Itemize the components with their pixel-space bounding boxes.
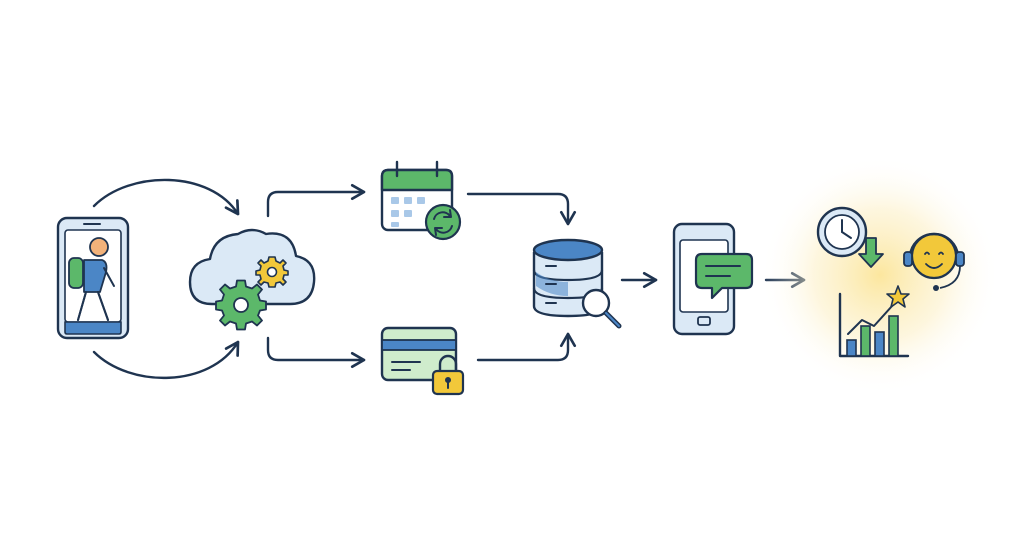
magnifier-icon <box>581 288 622 329</box>
traveler-phone-node <box>56 216 130 340</box>
support-agent-icon <box>903 232 965 291</box>
credit-card-lock-icon <box>380 326 465 396</box>
decrease-arrow-icon <box>858 237 884 268</box>
padlock-icon <box>431 354 465 396</box>
large-gear-icon <box>215 279 267 331</box>
edge-phone-to-cloud-top <box>92 178 240 216</box>
sync-icon <box>424 203 462 241</box>
phone-message-icon <box>672 222 754 336</box>
chat-bubble-icon <box>694 252 754 300</box>
connectors <box>92 178 806 379</box>
edge-calendar-to-database <box>466 192 577 226</box>
edge-payment-to-database <box>476 332 577 362</box>
cloud-processing-node <box>188 228 316 331</box>
cloud-gears-icon <box>188 228 316 331</box>
secure-payment-node <box>380 326 465 396</box>
calendar-sync-icon <box>380 160 462 241</box>
clock-icon <box>816 206 868 258</box>
small-gear-icon <box>255 256 289 288</box>
database-search-icon <box>532 238 622 329</box>
database-search-node <box>532 238 622 329</box>
service-outcomes-node <box>760 155 1000 395</box>
growth-chart-icon <box>838 285 910 358</box>
phone-notification-node <box>672 222 754 336</box>
booking-calendar-node <box>380 160 462 241</box>
mobile-traveler-icon <box>56 216 130 340</box>
edge-phone-to-cloud-bottom <box>92 340 240 379</box>
edge-cloud-to-payment <box>266 336 366 369</box>
highlight-glow <box>760 155 1000 395</box>
support-results-icon <box>816 206 965 358</box>
star-icon <box>886 285 910 308</box>
edge-cloud-to-calendar <box>266 183 366 218</box>
